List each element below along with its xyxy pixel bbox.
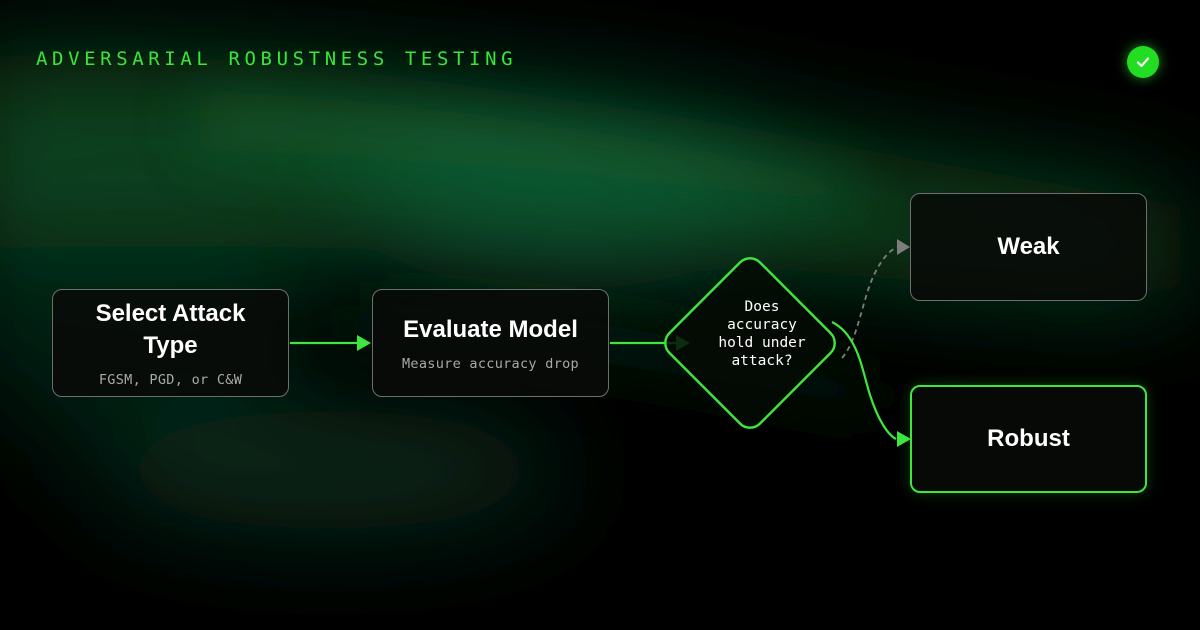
arrow-decision-to-robust xyxy=(831,321,897,440)
node-weak: Weak xyxy=(910,193,1147,301)
check-icon xyxy=(1136,57,1150,68)
node-title: Evaluate Model xyxy=(403,316,578,343)
node-select-attack-type: Select Attack Type FGSM, PGD, or C&W xyxy=(52,289,289,397)
node-subtitle: FGSM, PGD, or C&W xyxy=(98,372,243,388)
node-subtitle: Measure accuracy drop xyxy=(402,356,579,372)
arrowhead-icon xyxy=(357,335,371,351)
decision-label: Does accuracy hold under attack? xyxy=(718,299,806,369)
arrow-decision-to-weak xyxy=(841,246,899,359)
arrowhead-icon xyxy=(897,239,910,255)
node-title: Weak xyxy=(997,233,1060,260)
node-title: Select Attack Type xyxy=(95,300,246,359)
node-robust: Robust xyxy=(910,385,1147,493)
page-title: ADVERSARIAL ROBUSTNESS TESTING xyxy=(36,48,518,70)
arrowhead-icon xyxy=(897,431,911,447)
node-title: Robust xyxy=(987,425,1070,452)
decision-diamond xyxy=(664,257,836,429)
node-evaluate-model: Evaluate Model Measure accuracy drop xyxy=(372,289,609,397)
status-badge xyxy=(1127,46,1159,78)
